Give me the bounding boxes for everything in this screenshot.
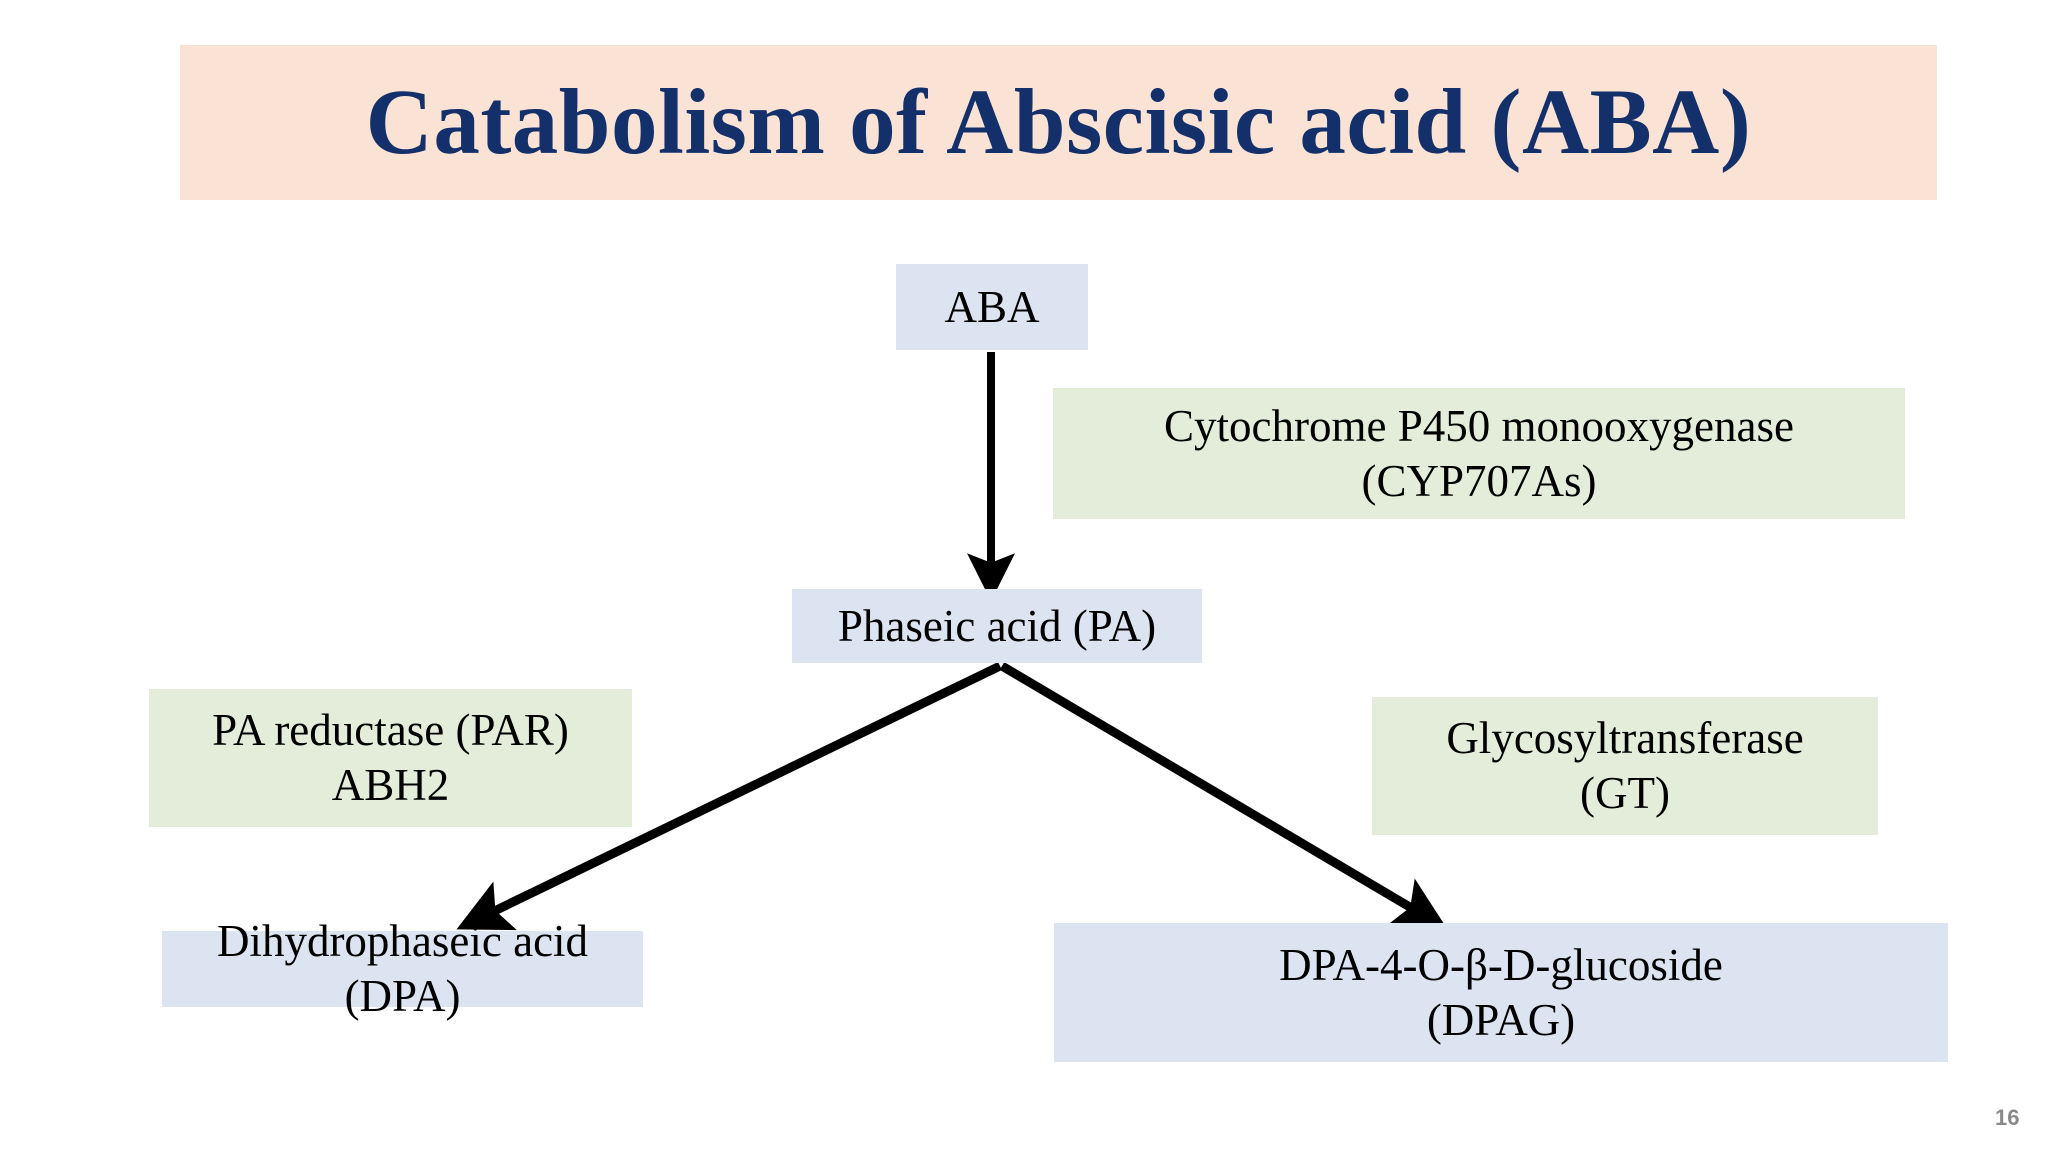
node-pa-reductase[interactable]: PA reductase (PAR) ABH2 [149, 689, 632, 827]
node-cytochrome-p450-line2: (CYP707As) [1361, 455, 1597, 506]
node-cytochrome-p450-line1: Cytochrome P450 monooxygenase [1164, 400, 1794, 451]
node-dpag-label: DPA-4-O-β-D-glucoside (DPAG) [1279, 938, 1723, 1048]
node-pa-reductase-label: PA reductase (PAR) ABH2 [212, 703, 569, 813]
node-dihydrophaseic-acid-label: Dihydrophaseic acid (DPA) [216, 916, 589, 1021]
node-dpag-line1: DPA-4-O-β-D-glucoside [1279, 939, 1723, 990]
node-dihydrophaseic-acid[interactable]: Dihydrophaseic acid (DPA) [162, 916, 643, 1021]
node-dpag-line2: (DPAG) [1426, 994, 1576, 1045]
page-number: 16 [1995, 1105, 2020, 1130]
node-dpag[interactable]: DPA-4-O-β-D-glucoside (DPAG) [1054, 923, 1948, 1062]
node-pa-reductase-line2: ABH2 [331, 760, 450, 810]
node-pa-reductase-line1: PA reductase (PAR) [212, 705, 569, 756]
node-glycosyltransferase-line2: (GT) [1580, 768, 1670, 818]
node-aba[interactable]: ABA [896, 264, 1088, 350]
node-phaseic-acid-label: Phaseic acid (PA) [837, 600, 1157, 651]
page-title: Catabolism of Abscisic acid (ABA) [365, 71, 1752, 174]
arrow-pa-to-dpag [999, 662, 1448, 930]
node-cytochrome-p450-label: Cytochrome P450 monooxygenase (CYP707As) [1164, 399, 1794, 509]
node-cytochrome-p450[interactable]: Cytochrome P450 monooxygenase (CYP707As) [1053, 388, 1905, 519]
node-glycosyltransferase-line1: Glycosyltransferase [1446, 713, 1804, 764]
node-glycosyltransferase-label: Glycosyltransferase (GT) [1446, 711, 1803, 821]
title-banner: Catabolism of Abscisic acid (ABA) [180, 45, 1937, 200]
node-aba-label: ABA [944, 281, 1040, 332]
node-phaseic-acid[interactable]: Phaseic acid (PA) [792, 589, 1202, 663]
node-glycosyltransferase[interactable]: Glycosyltransferase (GT) [1372, 697, 1878, 835]
